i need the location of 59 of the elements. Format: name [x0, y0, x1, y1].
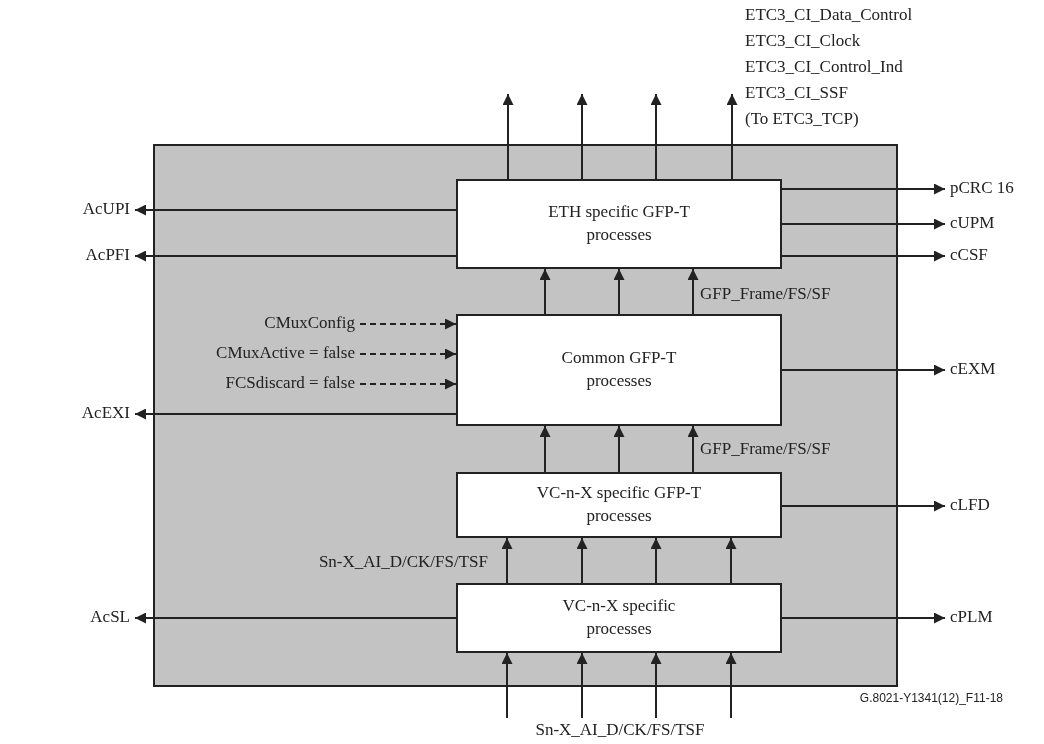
arrow [687, 425, 699, 473]
signal-label: Sn-X_AI_D/CK/FS/TSF [318, 553, 488, 572]
arrow [501, 537, 513, 584]
signal-label: AcEXI [81, 404, 130, 423]
arrow [502, 93, 514, 180]
signal-label: AcPFI [85, 246, 130, 265]
arrow [650, 537, 662, 584]
arrow [576, 93, 588, 180]
arrow [501, 652, 513, 719]
signal-label: cCSF [950, 246, 988, 265]
arrow [134, 612, 457, 624]
signal-label: AcUPI [82, 200, 130, 219]
signal-label: cPLM [950, 608, 993, 627]
signal-label: FCSdiscard = false [225, 374, 355, 393]
arrow [650, 652, 662, 719]
signal-label: Sn-X_AI_D/CK/FS/TSF [535, 721, 705, 740]
arrow [781, 364, 946, 376]
signal-label: ETC3_CI_Data_Control [745, 4, 913, 26]
arrow [781, 250, 946, 262]
signal-label: CMuxConfig [264, 314, 355, 333]
process-box: VC-n-X specific processes [456, 583, 782, 653]
arrow [650, 93, 662, 180]
arrow [134, 204, 457, 216]
signal-label: ETC3_CI_Control_Ind [745, 56, 904, 78]
signal-label: ETC3_CI_SSF [745, 82, 849, 104]
arrow [539, 425, 551, 473]
arrow [726, 93, 738, 180]
process-box: VC-n-X specific GFP-T processes [456, 472, 782, 538]
arrow [539, 268, 551, 315]
signal-label: (To ETC3_TCP) [745, 108, 860, 130]
arrow [613, 268, 625, 315]
arrow [781, 218, 946, 230]
process-box: Common GFP-T processes [456, 314, 782, 426]
system-block [153, 144, 898, 687]
process-box: ETH specific GFP-T processes [456, 179, 782, 269]
arrow [134, 408, 457, 420]
arrow [576, 652, 588, 719]
arrow [576, 537, 588, 584]
signal-label: GFP_Frame/FS/SF [700, 285, 831, 304]
dashed-arrow [359, 348, 457, 360]
signal-label: ETC3_CI_Clock [745, 30, 862, 52]
arrow [687, 268, 699, 315]
dashed-arrow [359, 318, 457, 330]
signal-label: cEXM [950, 360, 996, 379]
arrow [725, 652, 737, 719]
arrow [781, 612, 946, 624]
signal-label: AcSL [90, 608, 130, 627]
arrow [781, 183, 946, 195]
signal-label: cLFD [950, 496, 990, 515]
arrow [134, 250, 457, 262]
figure-id: G.8021-Y1341(12)_F11-18 [859, 692, 1003, 706]
signal-label: pCRC 16 [950, 179, 1014, 198]
arrow [781, 500, 946, 512]
signal-label: GFP_Frame/FS/SF [700, 440, 831, 459]
dashed-arrow [359, 378, 457, 390]
arrow [725, 537, 737, 584]
signal-label: cUPM [950, 214, 995, 233]
arrow [613, 425, 625, 473]
signal-label: CMuxActive = false [216, 344, 355, 363]
